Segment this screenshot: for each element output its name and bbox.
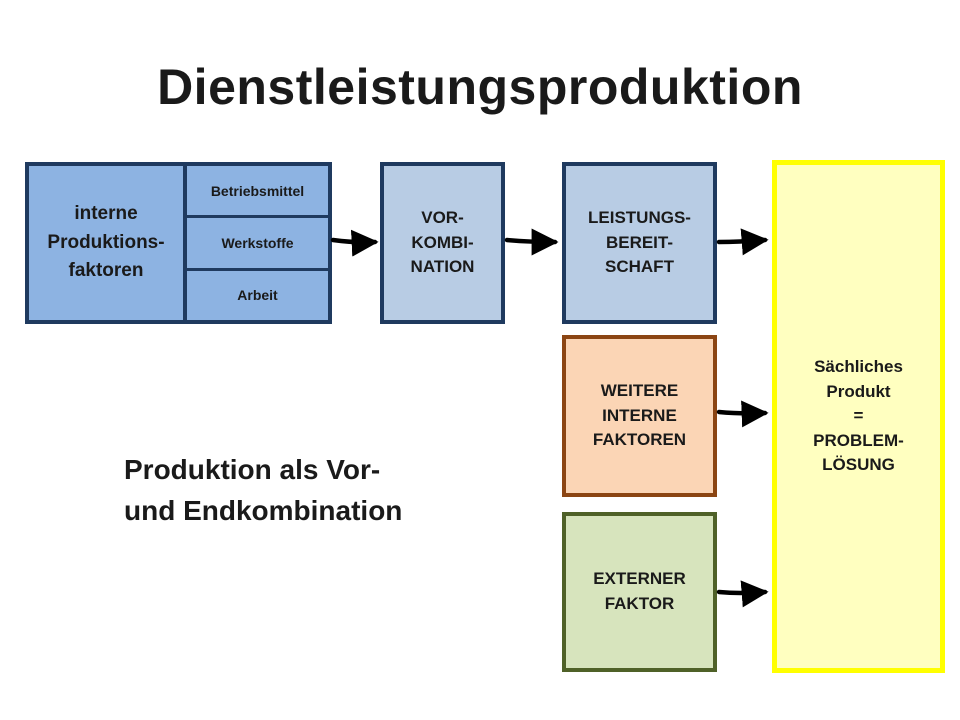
interne-label-line: interne [74,203,138,225]
interne-label-line: Produktions- [47,231,165,253]
arrow-leist-to-produkt [716,228,769,256]
arrow-extern-to-produkt [716,580,769,608]
box-line: FAKTOREN [592,430,687,450]
leistungsbereitschaft-box: LEISTUNGS- BEREIT- SCHAFT [562,162,717,324]
faktor-arbeit: Arbeit [187,267,328,320]
arrow-vor-to-leist [504,228,559,256]
box-line: WEITERE [600,381,679,401]
box-line: VOR- [421,208,464,228]
box-line: EXTERNER [593,569,686,589]
weitere-interne-faktoren-box: WEITERE INTERNE FAKTOREN [562,335,717,497]
box-line: LEISTUNGS- [588,208,691,228]
subtitle-line: und Endkombination [124,494,403,526]
box-line: SCHAFT [605,257,674,277]
box-line: PROBLEM- [813,430,904,450]
interne-label-line: faktoren [68,260,144,282]
box-line: KOMBI- [411,232,474,252]
faktoren-list: Betriebsmittel Werkstoffe Arbeit [187,166,328,320]
box-line: Produkt [826,381,891,401]
box-line: NATION [410,257,475,277]
faktor-betriebsmittel: Betriebsmittel [210,182,305,199]
vorkombination-box: VOR- KOMBI- NATION [380,162,505,324]
box-line: LÖSUNG [822,455,895,475]
subtitle-line: Produktion als Vor- [124,454,381,485]
arrow-interne-to-vor [330,229,379,257]
box-line: BEREIT- [605,232,674,252]
box-line: Sächliches [814,356,903,376]
interne-label: interne Produktions- faktoren [29,166,187,320]
box-line: = [853,406,864,426]
subtitle: Produktion als Vor- und Endkombination [124,450,402,531]
page-title: Dienstleistungsproduktion [157,59,803,115]
faktor-werkstoffe: Werkstoffe [187,215,328,267]
box-line: FAKTOR [604,594,675,613]
interne-produktionsfaktoren-box: interne Produktions- faktoren Betriebsmi… [25,162,332,324]
box-line: INTERNE [602,405,677,425]
externer-faktor-box: EXTERNER FAKTOR [562,512,717,672]
saechliches-produkt-box: Sächliches Produkt = PROBLEM- LÖSUNG [772,160,945,673]
arrow-weitere-to-produkt [716,400,769,428]
